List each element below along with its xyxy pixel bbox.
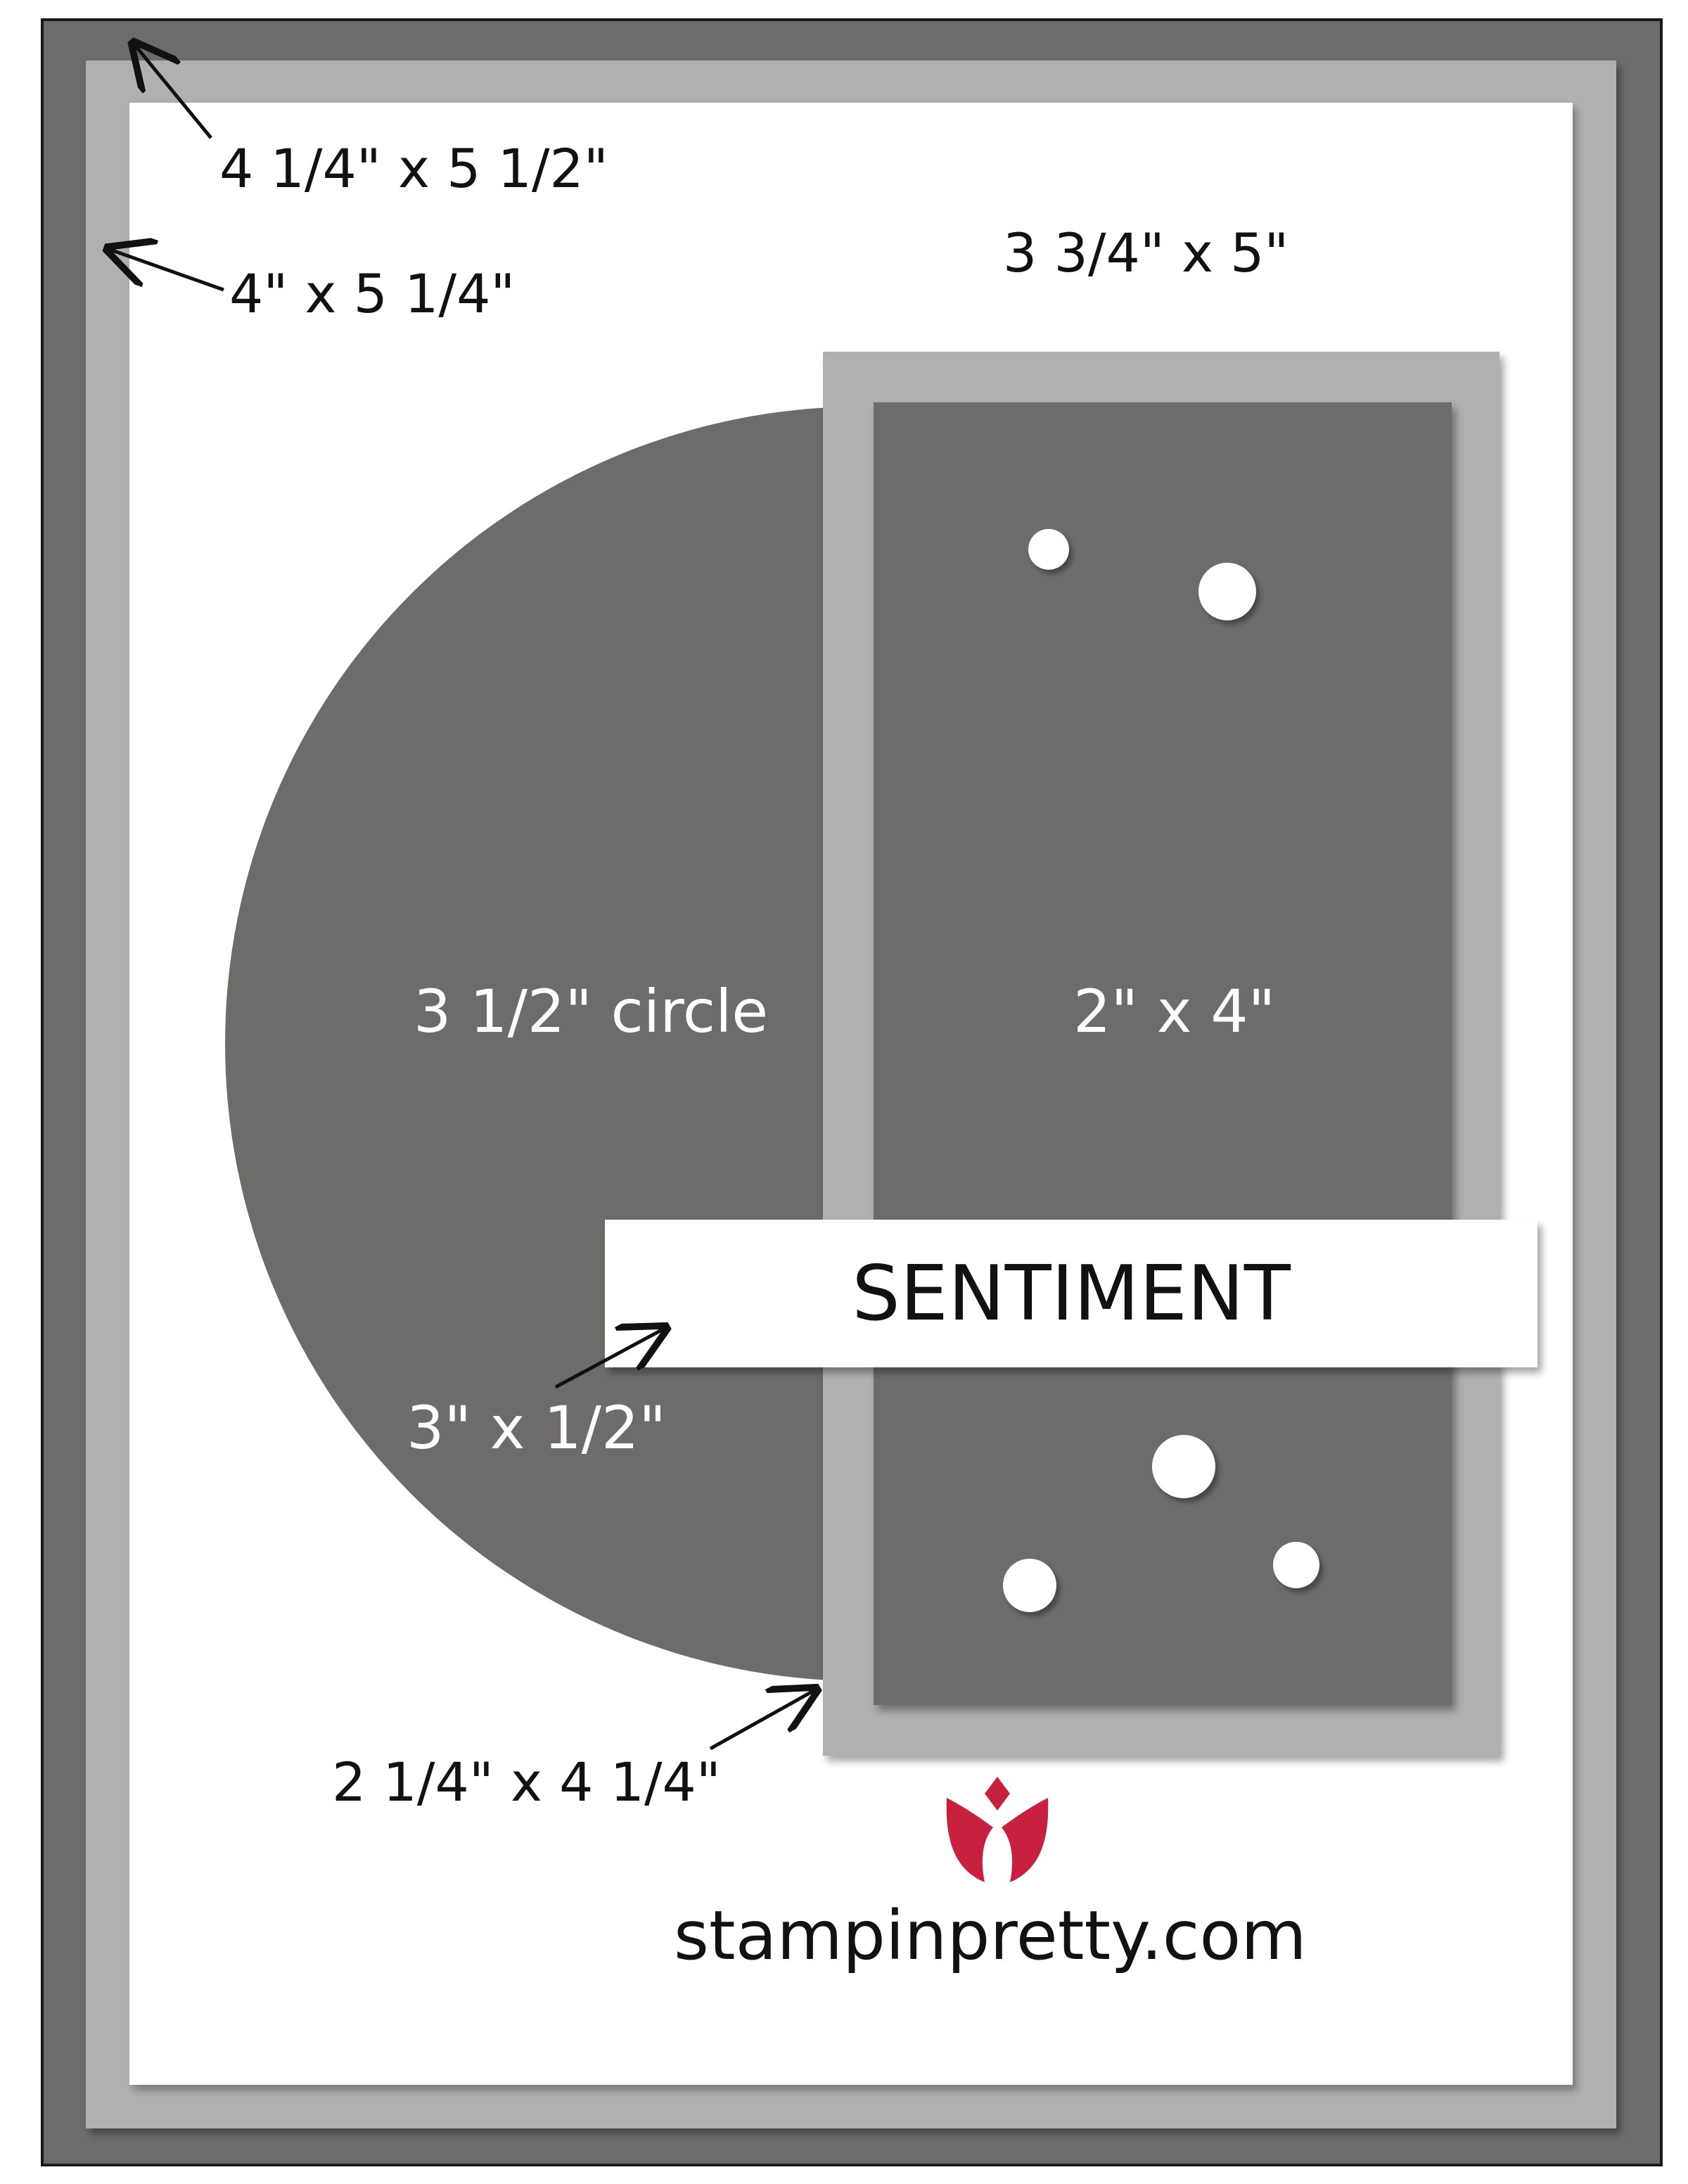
card-mat-arrow [108, 249, 224, 292]
sentiment-text: SENTIMENT [852, 1249, 1291, 1338]
tulip-icon [946, 1777, 1049, 1882]
circle-size-label: 3 1/2" circle [414, 977, 769, 1046]
base-card-size-label: 4 1/4" x 5 1/2" [219, 137, 608, 200]
dot-decoration [1273, 1542, 1319, 1588]
sentiment-strip-size-label: 3" x 1/2" [407, 1393, 667, 1462]
rectangle-panel-size-label: 2" x 4" [1073, 977, 1276, 1046]
sentiment-strip: SENTIMENT [605, 1220, 1537, 1367]
website-label: stampinpretty.com [674, 1896, 1307, 1975]
dot-decoration [1198, 563, 1256, 620]
rectangle-panel-layer [874, 402, 1452, 1705]
sentiment-arrow [554, 1328, 665, 1389]
base-card-arrow [134, 44, 212, 139]
card-front-size-label: 3 3/4" x 5" [1003, 222, 1289, 284]
dot-decoration [1003, 1559, 1056, 1612]
rectangle-mat-arrow [709, 1690, 816, 1751]
dot-decoration [1152, 1435, 1215, 1498]
rectangle-mat-size-label: 2 1/4" x 4 1/4" [332, 1751, 721, 1813]
dot-decoration [1028, 529, 1069, 570]
card-mat-size-label: 4" x 5 1/4" [229, 262, 516, 325]
